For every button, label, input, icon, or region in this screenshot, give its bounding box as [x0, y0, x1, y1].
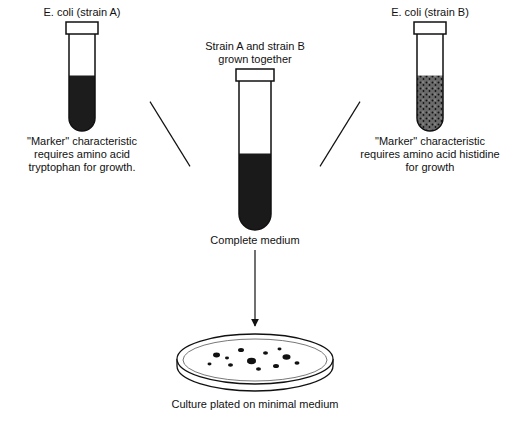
marker-note: "Marker" characteristic requires amino a…	[360, 135, 500, 174]
test-tube-node: E. coli (strain A) "Marker" characteristi…	[14, 6, 150, 174]
tube-cap	[414, 22, 446, 34]
tube-heading: Strain A and strain B grown together	[190, 40, 320, 66]
tube-glass	[417, 34, 443, 131]
bacterial-colony	[295, 361, 300, 365]
marker-note: "Marker" characteristic requires amino a…	[14, 135, 150, 174]
test-tube-node: Strain A and strain B grown togetherComp…	[190, 40, 320, 247]
bacterial-colony	[225, 357, 229, 360]
culture-liquid	[69, 76, 95, 131]
dish-outline	[177, 334, 333, 384]
bacterial-colony	[278, 348, 282, 351]
petri-dish	[175, 330, 335, 396]
culture-liquid	[417, 76, 443, 131]
tube-glass	[239, 81, 271, 230]
tube-cap	[236, 69, 274, 81]
petri-dish-node: Culture plated on minimal medium	[170, 328, 340, 411]
bacterial-colony	[273, 364, 279, 368]
culture-liquid	[239, 153, 271, 230]
dish-caption: Culture plated on minimal medium	[172, 398, 339, 411]
test-tube-node: E. coli (strain B) "Marker" characteristi…	[360, 6, 500, 174]
bacterial-colony	[256, 367, 261, 371]
strain-heading: E. coli (strain A)	[43, 6, 120, 19]
connector-line	[320, 102, 360, 167]
flow-arrow	[254, 250, 255, 326]
strain-heading: E. coli (strain B)	[391, 6, 469, 19]
test-tube	[413, 21, 447, 133]
bacterial-colony	[263, 351, 268, 355]
bacterial-colony	[283, 354, 291, 360]
dish-inner-rim	[183, 339, 327, 381]
test-tube	[235, 68, 275, 232]
test-tube	[65, 21, 99, 133]
bacterial-colony	[238, 348, 244, 352]
tube-cap	[66, 22, 98, 34]
bacterial-colony	[247, 358, 256, 364]
bacterial-colony	[213, 353, 220, 358]
bacterial-colony	[208, 363, 212, 366]
connector-line	[150, 102, 190, 167]
tube-glass	[69, 34, 95, 131]
bacterial-colony	[228, 363, 233, 367]
medium-label: Complete medium	[210, 234, 299, 247]
